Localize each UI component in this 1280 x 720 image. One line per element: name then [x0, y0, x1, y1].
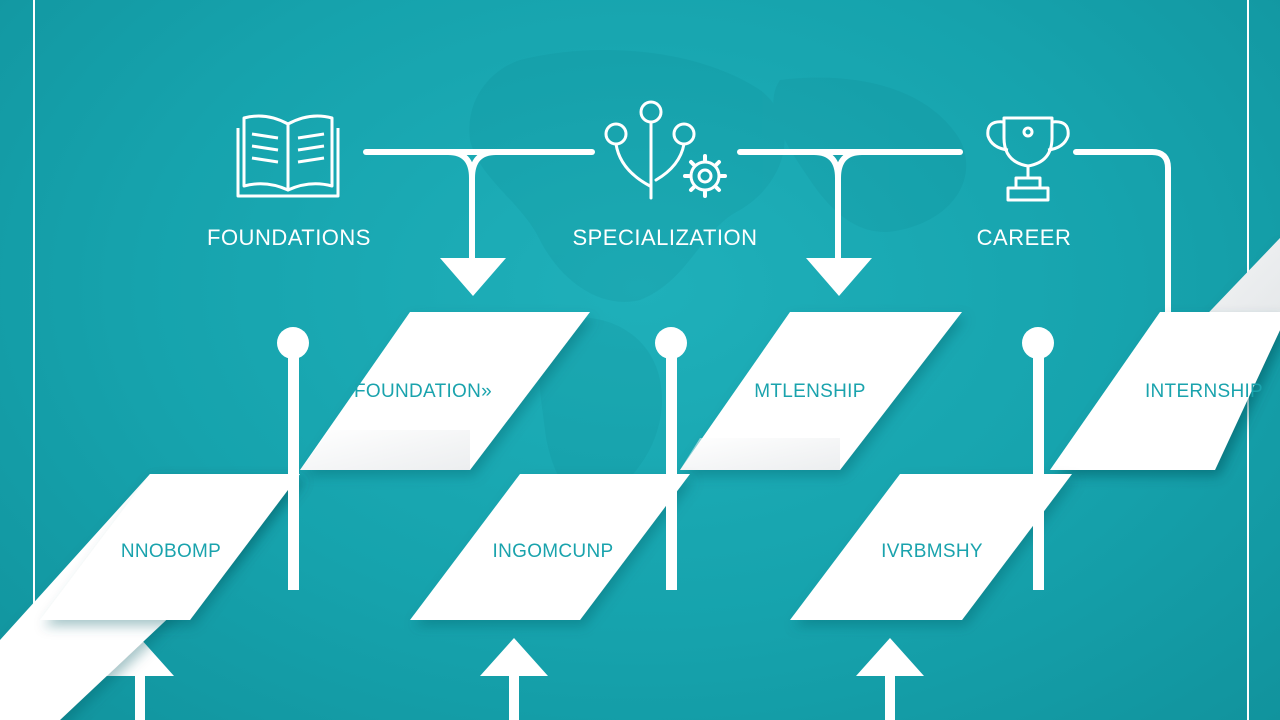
- up-arrow-2: [480, 638, 548, 676]
- timeline-pins: [277, 327, 1054, 590]
- card-top-1-fold: [300, 430, 470, 470]
- pin-1-head: [277, 327, 309, 359]
- stage-label-career: CAREER: [976, 225, 1072, 250]
- trophy-icon: [986, 116, 1070, 202]
- card-bottom-2: [410, 474, 690, 620]
- top-cards: [300, 312, 1280, 470]
- up-arrow-1: [106, 638, 174, 676]
- stage-label-specialization: SPECIALIZATION: [572, 225, 758, 250]
- card-top-2-label: MTLENSHIP: [754, 381, 866, 402]
- card-top-2: [680, 312, 962, 470]
- up-arrow-3: [856, 638, 924, 676]
- up-arrow-1-stem: [135, 674, 145, 720]
- book-icon: [236, 114, 340, 198]
- pin-1-stem: [288, 344, 299, 590]
- pin-3-stem: [1033, 344, 1044, 590]
- down-arrow-2: [806, 258, 872, 296]
- card-top-3-label: INTERNSHIP: [1144, 381, 1264, 402]
- left-frame-line: [33, 0, 35, 720]
- connector-1-drop: [445, 149, 499, 265]
- pin-2-head: [655, 327, 687, 359]
- up-arrow-3-stem: [885, 674, 895, 720]
- bottom-cards: [40, 474, 1072, 620]
- down-arrow-1: [440, 258, 506, 296]
- card-bottom-3-label: IVRBMSHY: [881, 541, 983, 562]
- stage-label-foundations: FOUNDATIONS: [207, 225, 371, 250]
- connector-3: [1073, 149, 1171, 315]
- card-bottom-1-label: NNOBOMP: [120, 541, 222, 562]
- up-arrow-2-stem: [509, 674, 519, 720]
- branch-gear-icon: [604, 100, 727, 200]
- stage-connectors: [363, 149, 1171, 315]
- card-top-2-fold: [680, 438, 840, 470]
- pin-2-stem: [666, 344, 677, 590]
- card-bottom-2-label: INGOMCUNP: [492, 541, 614, 562]
- card-bottom-1: [40, 474, 300, 620]
- card-top-3: [1050, 312, 1280, 470]
- card-bottom-3: [790, 474, 1072, 620]
- up-arrows: [106, 638, 924, 720]
- card-top-1-label: FOUNDATION»: [353, 381, 493, 402]
- pin-3-head: [1022, 327, 1054, 359]
- connector-2-drop: [811, 149, 865, 265]
